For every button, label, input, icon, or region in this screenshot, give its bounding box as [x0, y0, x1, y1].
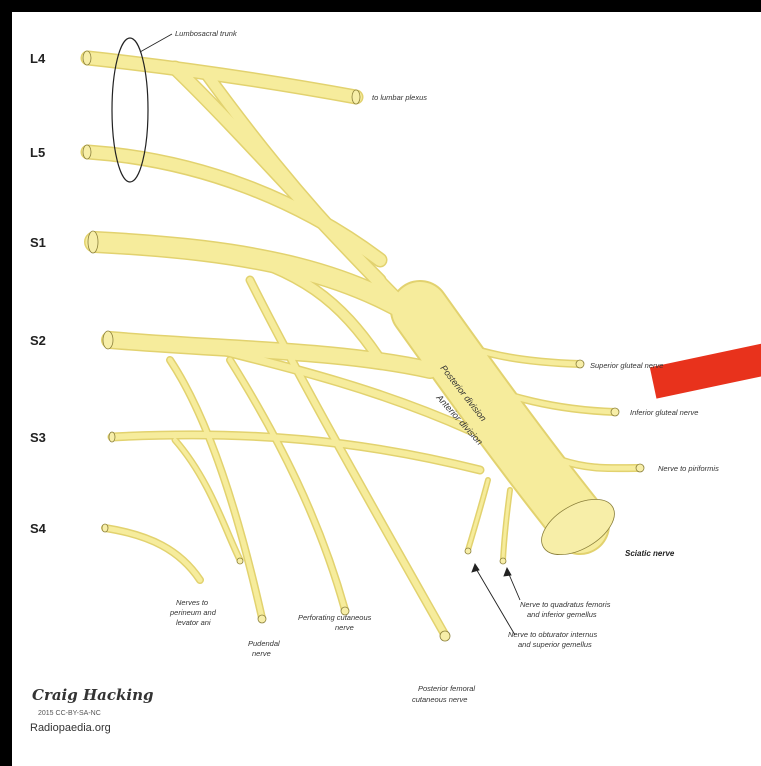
label-perforating-line1: Perforating cutaneous: [298, 613, 372, 622]
label-posterior-femoral-line1: Posterior femoral: [418, 684, 475, 693]
root-label-s2: S2: [30, 333, 46, 348]
label-sciatic-nerve: Sciatic nerve: [625, 549, 675, 558]
label-obturator-line2: and superior gemellus: [518, 640, 592, 649]
label-pudendal-line2: nerve: [252, 649, 271, 658]
label-nerve-to-piriformis: Nerve to piriformis: [658, 464, 719, 473]
label-quadratus-line2: and inferior gemellus: [527, 610, 597, 619]
lumbosacral-trunk-leader: [140, 34, 172, 52]
leader-arrows: [472, 564, 520, 635]
root-label-s4: S4: [30, 521, 47, 536]
label-lumbosacral-trunk: Lumbosacral trunk: [175, 29, 238, 38]
label-perforating-line2: nerve: [335, 623, 354, 632]
red-highlight-bar: [650, 343, 761, 399]
credit-license: 2015 CC-BY-SA-NC: [38, 710, 101, 717]
root-label-s1: S1: [30, 235, 46, 250]
label-perineum-line2: perineum and: [169, 608, 217, 617]
credit-author: Craig Hacking: [32, 686, 153, 704]
label-quadratus-line1: Nerve to quadratus femoris: [520, 600, 611, 609]
label-obturator-line1: Nerve to obturator internus: [508, 630, 597, 639]
root-label-s3: S3: [30, 430, 46, 445]
label-perineum-line3: levator ani: [176, 618, 211, 627]
label-superior-gluteal: Superior gluteal nerve: [590, 361, 663, 370]
root-label-l4: L4: [30, 51, 46, 66]
root-label-l5: L5: [30, 145, 45, 160]
label-inferior-gluteal: Inferior gluteal nerve: [630, 408, 698, 417]
label-posterior-femoral-line2: cutaneous nerve: [412, 695, 467, 704]
label-perineum-line1: Nerves to: [176, 598, 208, 607]
credit-site: Radiopaedia.org: [30, 722, 111, 734]
label-to-lumbar-plexus: to lumbar plexus: [372, 93, 427, 102]
label-pudendal-line1: Pudendal: [248, 639, 280, 648]
